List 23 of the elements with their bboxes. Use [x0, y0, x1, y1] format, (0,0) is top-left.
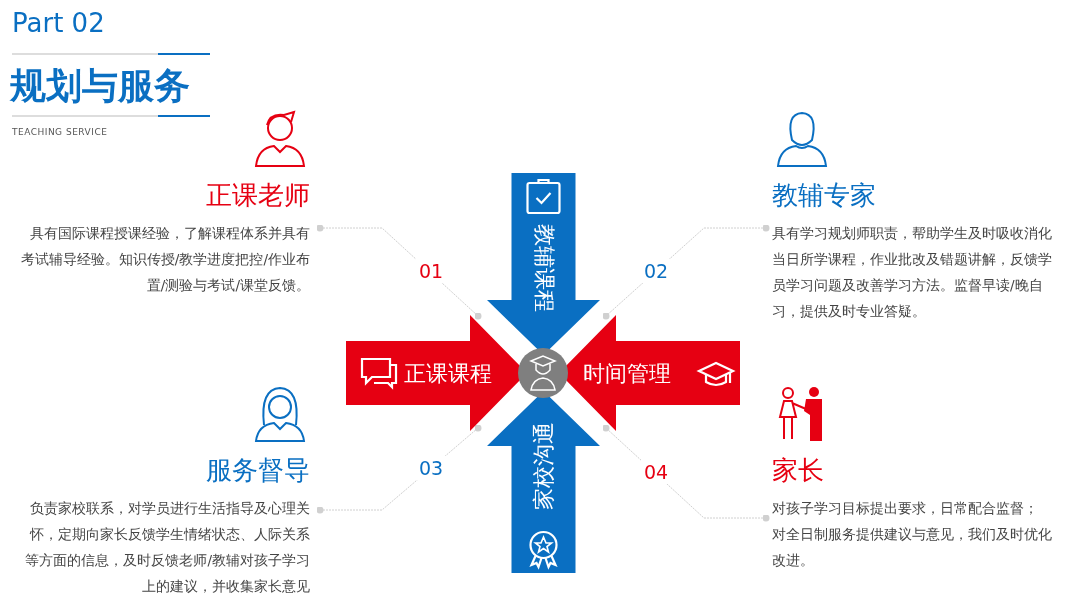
description-text: 对孩子学习目标提出要求，日常配合监督；: [772, 499, 1039, 518]
arrow-label: 正课课程: [404, 360, 492, 388]
description-text: 对全日制服务提供建议与意见，我们及时优化改进。: [772, 525, 1053, 570]
role-heading: 教辅专家: [772, 179, 876, 212]
arrow-label: 教辅课程: [530, 223, 558, 314]
part-number: Part 02: [12, 8, 105, 38]
role-heading: 正课老师: [206, 179, 310, 212]
leader-line: [602, 224, 770, 320]
step-number: 02: [641, 259, 672, 283]
leader-line: [602, 424, 770, 522]
description-text: 具有国际课程授课经验，了解课程体系并具有考试辅导经验。知识传授/教学进度把控/作业布置/测验与考试/课堂反馈。: [19, 224, 310, 295]
subtitle: TEACHING SERVICE: [12, 127, 108, 137]
step-number: 03: [416, 456, 447, 480]
center-circle: [518, 348, 568, 398]
role-heading: 家长: [772, 454, 824, 487]
arrow-label: 时间管理: [583, 360, 671, 388]
leader-line: [316, 224, 482, 320]
leader-line: [316, 424, 482, 514]
arrow-label: 家校沟通: [529, 421, 557, 512]
role-heading: 服务督导: [206, 454, 310, 487]
description-text: 负责家校联系，对学员进行生活指导及心理关怀，定期向家长反馈学生情绪状态、人际关系等方面的信息，及时反馈老师/教辅对孩子学习上的建议，并收集家长意见: [24, 499, 310, 596]
description-text: 具有学习规划师职责，帮助学生及时吸收消化当日所学课程，作业批改及错题讲解，反馈学员学习问题及改善学习方法。监督早读/晚自习，提供及时专业答疑。: [772, 224, 1053, 321]
title: 规划与服务: [10, 64, 190, 108]
